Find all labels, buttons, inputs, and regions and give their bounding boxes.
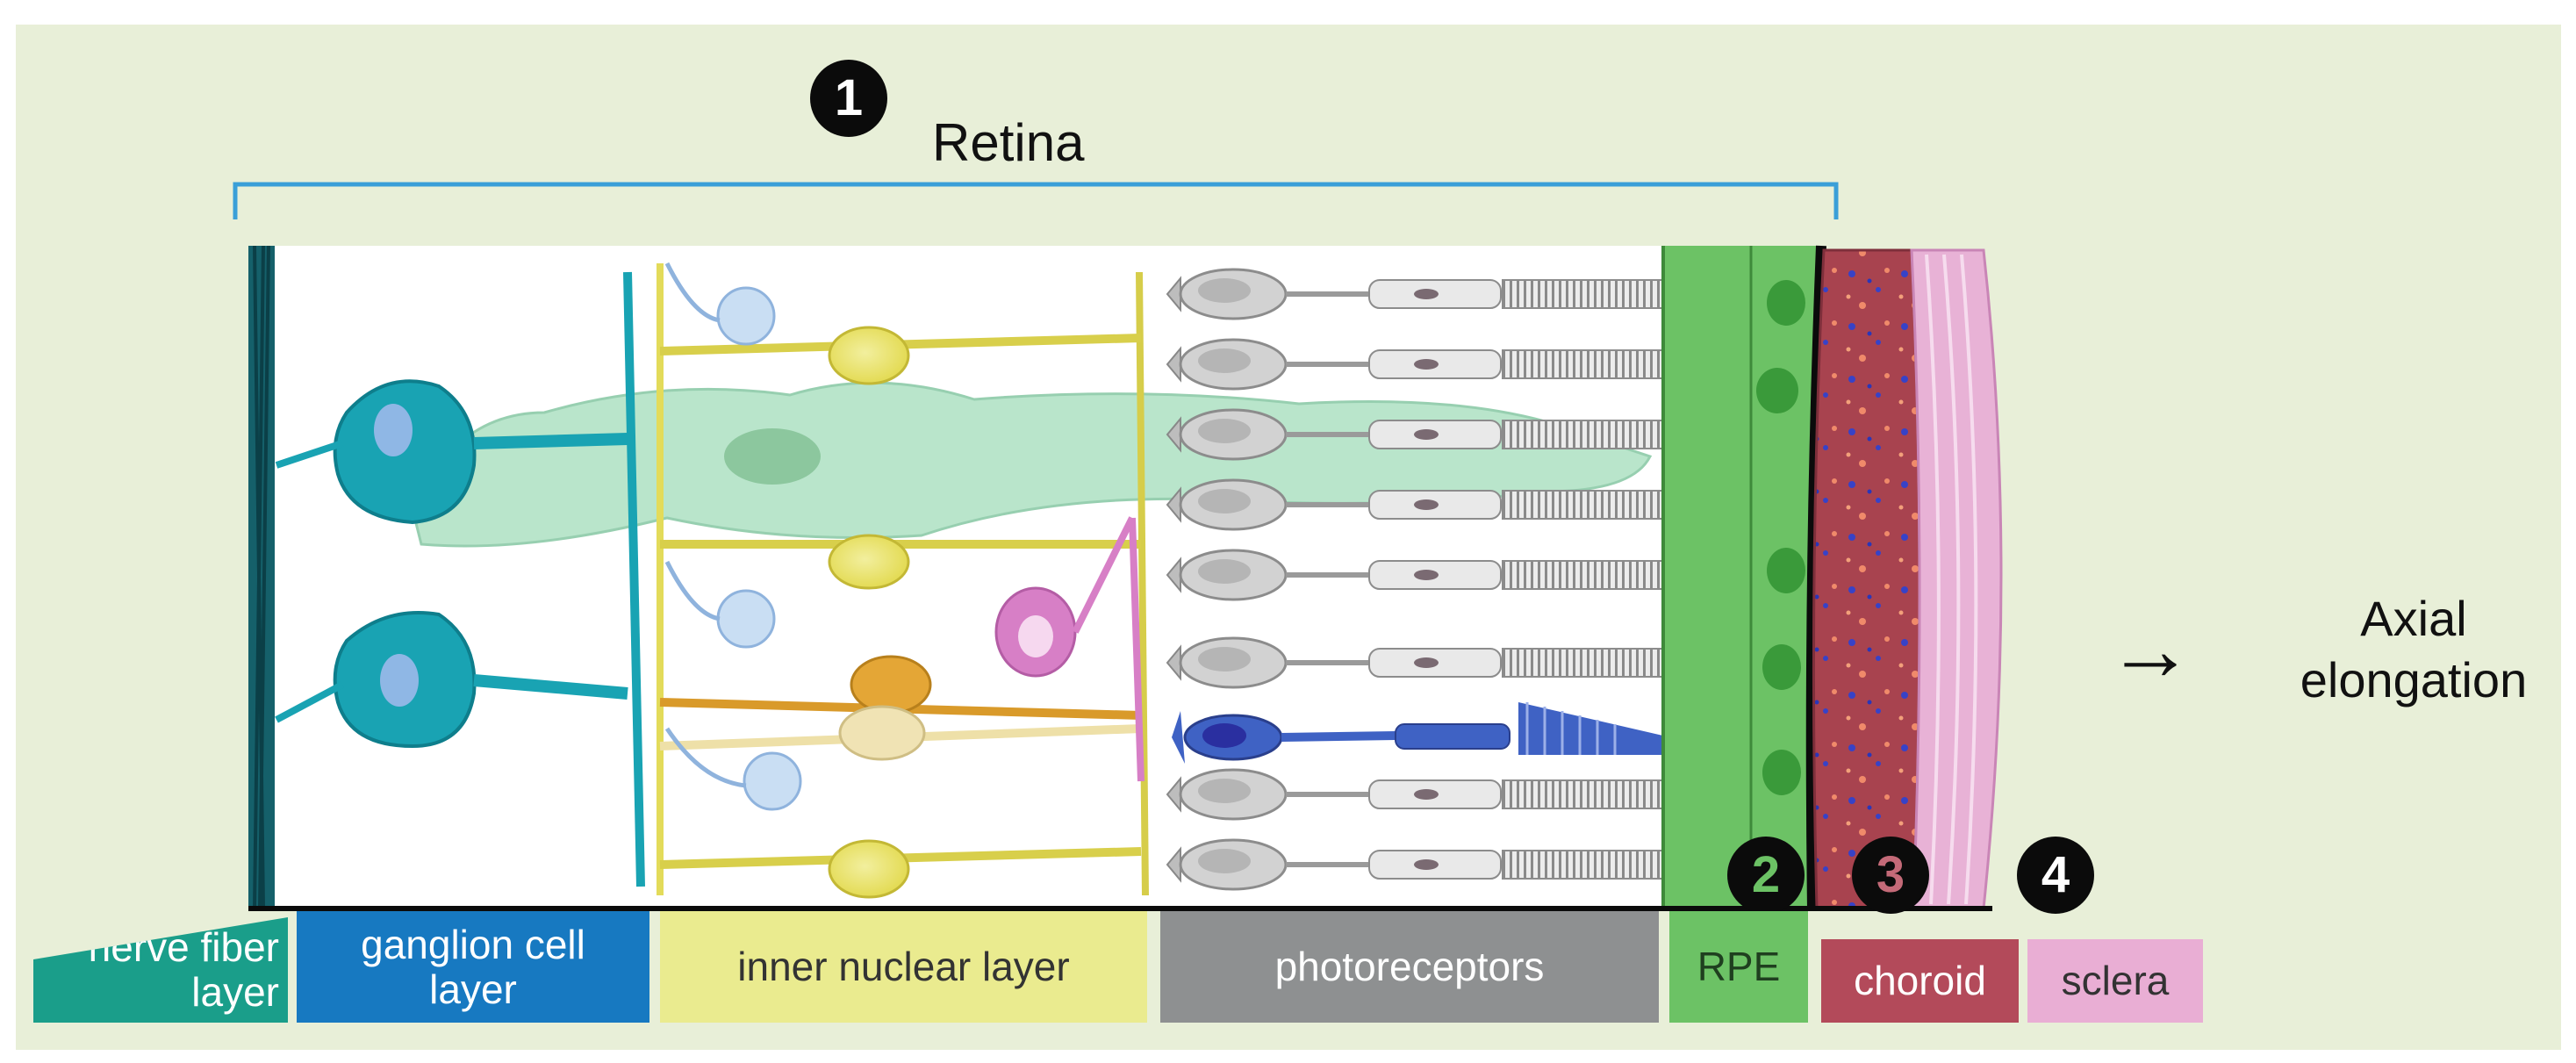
band-ganglion-cell-layer: ganglion cell layer	[297, 911, 649, 1023]
retina-bracket	[233, 182, 1839, 219]
band-choroid: choroid	[1821, 939, 2019, 1023]
photoreceptor-rows	[1166, 268, 1705, 891]
nerve-fiber-bundle	[248, 245, 275, 909]
band-inner-nuclear-layer: inner nuclear layer	[660, 911, 1147, 1023]
retina-label: Retina	[932, 113, 1085, 172]
badge-3: 3	[1852, 837, 1929, 914]
sclera-fibers	[1925, 254, 1978, 905]
badge-2: 2	[1727, 837, 1805, 914]
band-sclera: sclera	[2027, 939, 2203, 1023]
muller-glia-nucleus	[724, 428, 821, 485]
rpe-layer	[1661, 246, 1819, 909]
sclera-layer	[1910, 248, 2003, 910]
badge-1: 1	[810, 60, 887, 137]
ganglion-cell-2	[275, 611, 628, 749]
band-rpe: RPE	[1669, 911, 1808, 1023]
badge-4: 4	[2017, 837, 2094, 914]
muller-glia-cell	[411, 381, 1653, 548]
right-arrow-icon: →	[2106, 600, 2194, 699]
axial-elongation-label: Axial elongation	[2300, 591, 2528, 707]
band-photoreceptors: photoreceptors	[1160, 911, 1659, 1023]
ganglion-cell-1	[275, 379, 628, 525]
ganglion-dendrite-stalk	[623, 271, 645, 887]
bruchs-membrane	[1805, 245, 1826, 909]
inner-nuclear-cells	[657, 262, 1149, 899]
choroid-layer	[1812, 248, 1921, 910]
